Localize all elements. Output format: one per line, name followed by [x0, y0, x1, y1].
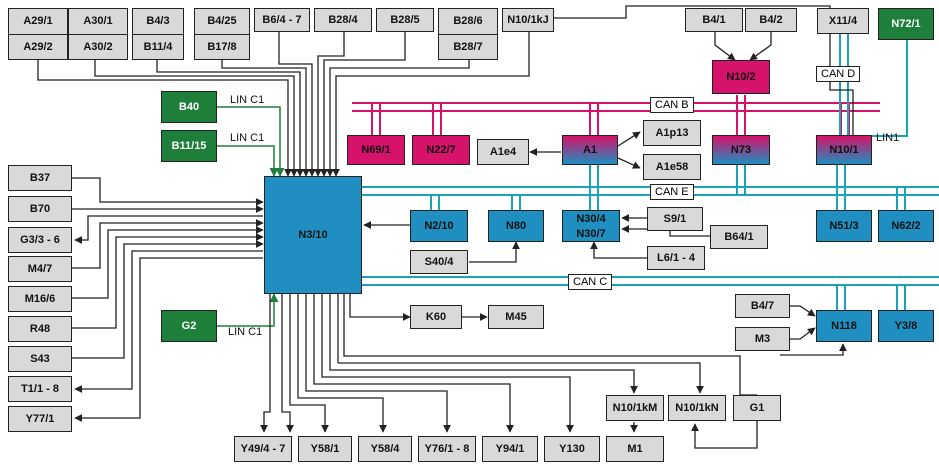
- node-n30-4: N30/4: [576, 212, 606, 225]
- node-b11-4: B11/4: [133, 33, 183, 60]
- node-m4-7: M4/7: [8, 256, 72, 282]
- lin-c1-g2-label: LIN C1: [228, 326, 263, 338]
- node-g3-3-6: G3/3 - 6: [8, 227, 72, 253]
- node-a30: A30/1 A30/2: [68, 8, 128, 60]
- node-r48: R48: [8, 316, 72, 342]
- node-n10-1kj: N10/1kJ: [502, 8, 554, 32]
- node-y130: Y130: [544, 436, 600, 462]
- node-y58-4: Y58/4: [358, 436, 412, 462]
- node-g2: G2: [161, 310, 217, 342]
- node-n72-1: N72/1: [878, 8, 934, 40]
- node-n51-3: N51/3: [816, 210, 872, 242]
- node-b37: B37: [8, 165, 72, 191]
- node-n62-2: N62/2: [878, 210, 934, 242]
- node-m16-6: M16/6: [8, 286, 72, 312]
- node-n69-1: N69/1: [347, 135, 405, 165]
- can-e-label: CAN E: [650, 184, 694, 200]
- node-y3-8: Y3/8: [878, 310, 934, 342]
- node-n118: N118: [816, 310, 872, 342]
- node-b28-5: B28/5: [376, 8, 434, 32]
- node-m1: M1: [606, 436, 664, 462]
- node-y58-1: Y58/1: [298, 436, 352, 462]
- node-b6-4-7: B6/4 - 7: [254, 8, 310, 32]
- node-a1e58: A1e58: [643, 154, 701, 180]
- node-a29-1: A29/1: [23, 15, 53, 28]
- node-k60: K60: [410, 305, 462, 329]
- node-y77-1: Y77/1: [8, 406, 72, 432]
- node-b17-8: B17/8: [195, 33, 249, 60]
- can-c-label: CAN C: [568, 274, 613, 290]
- node-a1e4: A1e4: [477, 139, 529, 165]
- node-y49-4-7: Y49/4 - 7: [234, 436, 292, 462]
- node-b4-3: B4/3 B11/4: [132, 8, 184, 60]
- node-m3: M3: [735, 327, 790, 351]
- node-n22-7: N22/7: [412, 135, 470, 165]
- node-t1-1-8: T1/1 - 8: [8, 376, 72, 402]
- node-s43: S43: [8, 346, 72, 372]
- node-b28-6-label: B28/6: [453, 15, 483, 28]
- node-b4-3-label: B4/3: [146, 15, 170, 28]
- node-b28-4: B28/4: [314, 8, 372, 32]
- node-b28-7: B28/7: [439, 33, 497, 60]
- node-n80: N80: [488, 210, 544, 242]
- node-n10-2: N10/2: [712, 60, 770, 94]
- node-y76-1-8: Y76/1 - 8: [418, 436, 476, 462]
- node-b4-1: B4/1: [685, 8, 743, 32]
- node-g1: G1: [733, 395, 781, 421]
- node-a30-2: A30/2: [69, 33, 127, 60]
- node-b70: B70: [8, 196, 72, 222]
- node-b11-15: B11/15: [161, 130, 217, 162]
- node-b28-6: B28/6 B28/7: [438, 8, 498, 60]
- node-y94-1: Y94/1: [482, 436, 538, 462]
- node-b4-25: B4/25 B17/8: [194, 8, 250, 60]
- lin-c1-b11-label: LIN C1: [230, 132, 265, 144]
- node-a29: A29/1 A29/2: [8, 8, 68, 60]
- node-a1p13: A1p13: [643, 120, 701, 146]
- node-n10-1km: N10/1kM: [606, 395, 664, 421]
- node-a1: A1: [562, 135, 618, 165]
- node-x11-4: X11/4: [817, 8, 869, 34]
- lin1-label: LIN1: [876, 132, 900, 144]
- node-n30: N30/4 N30/7: [562, 210, 620, 242]
- node-b4-25-label: B4/25: [207, 15, 237, 28]
- node-n73: N73: [712, 135, 770, 165]
- node-n10-1kn: N10/1kN: [668, 395, 726, 421]
- can-b-label: CAN B: [650, 97, 694, 113]
- node-l6-1-4: L6/1 - 4: [647, 246, 705, 270]
- signal-wires: [37, 5, 854, 449]
- node-a30-1: A30/1: [83, 15, 113, 28]
- lin-c1-b40-label: LIN C1: [230, 94, 265, 106]
- can-b-bus: [352, 95, 880, 135]
- node-m45: M45: [488, 305, 544, 329]
- node-b64-1: B64/1: [710, 225, 768, 249]
- node-n2-10: N2/10: [410, 210, 468, 242]
- node-n3-10: N3/10: [264, 176, 362, 294]
- node-n30-7: N30/7: [576, 227, 606, 240]
- node-s40-4: S40/4: [410, 250, 468, 274]
- node-b40: B40: [161, 91, 217, 123]
- node-a29-2: A29/2: [9, 33, 67, 60]
- node-s9-1: S9/1: [647, 207, 703, 231]
- node-b4-2: B4/2: [745, 8, 797, 32]
- can-d-label: CAN D: [816, 66, 861, 82]
- node-b4-7: B4/7: [735, 294, 790, 318]
- node-n10-1: N10/1: [816, 135, 872, 165]
